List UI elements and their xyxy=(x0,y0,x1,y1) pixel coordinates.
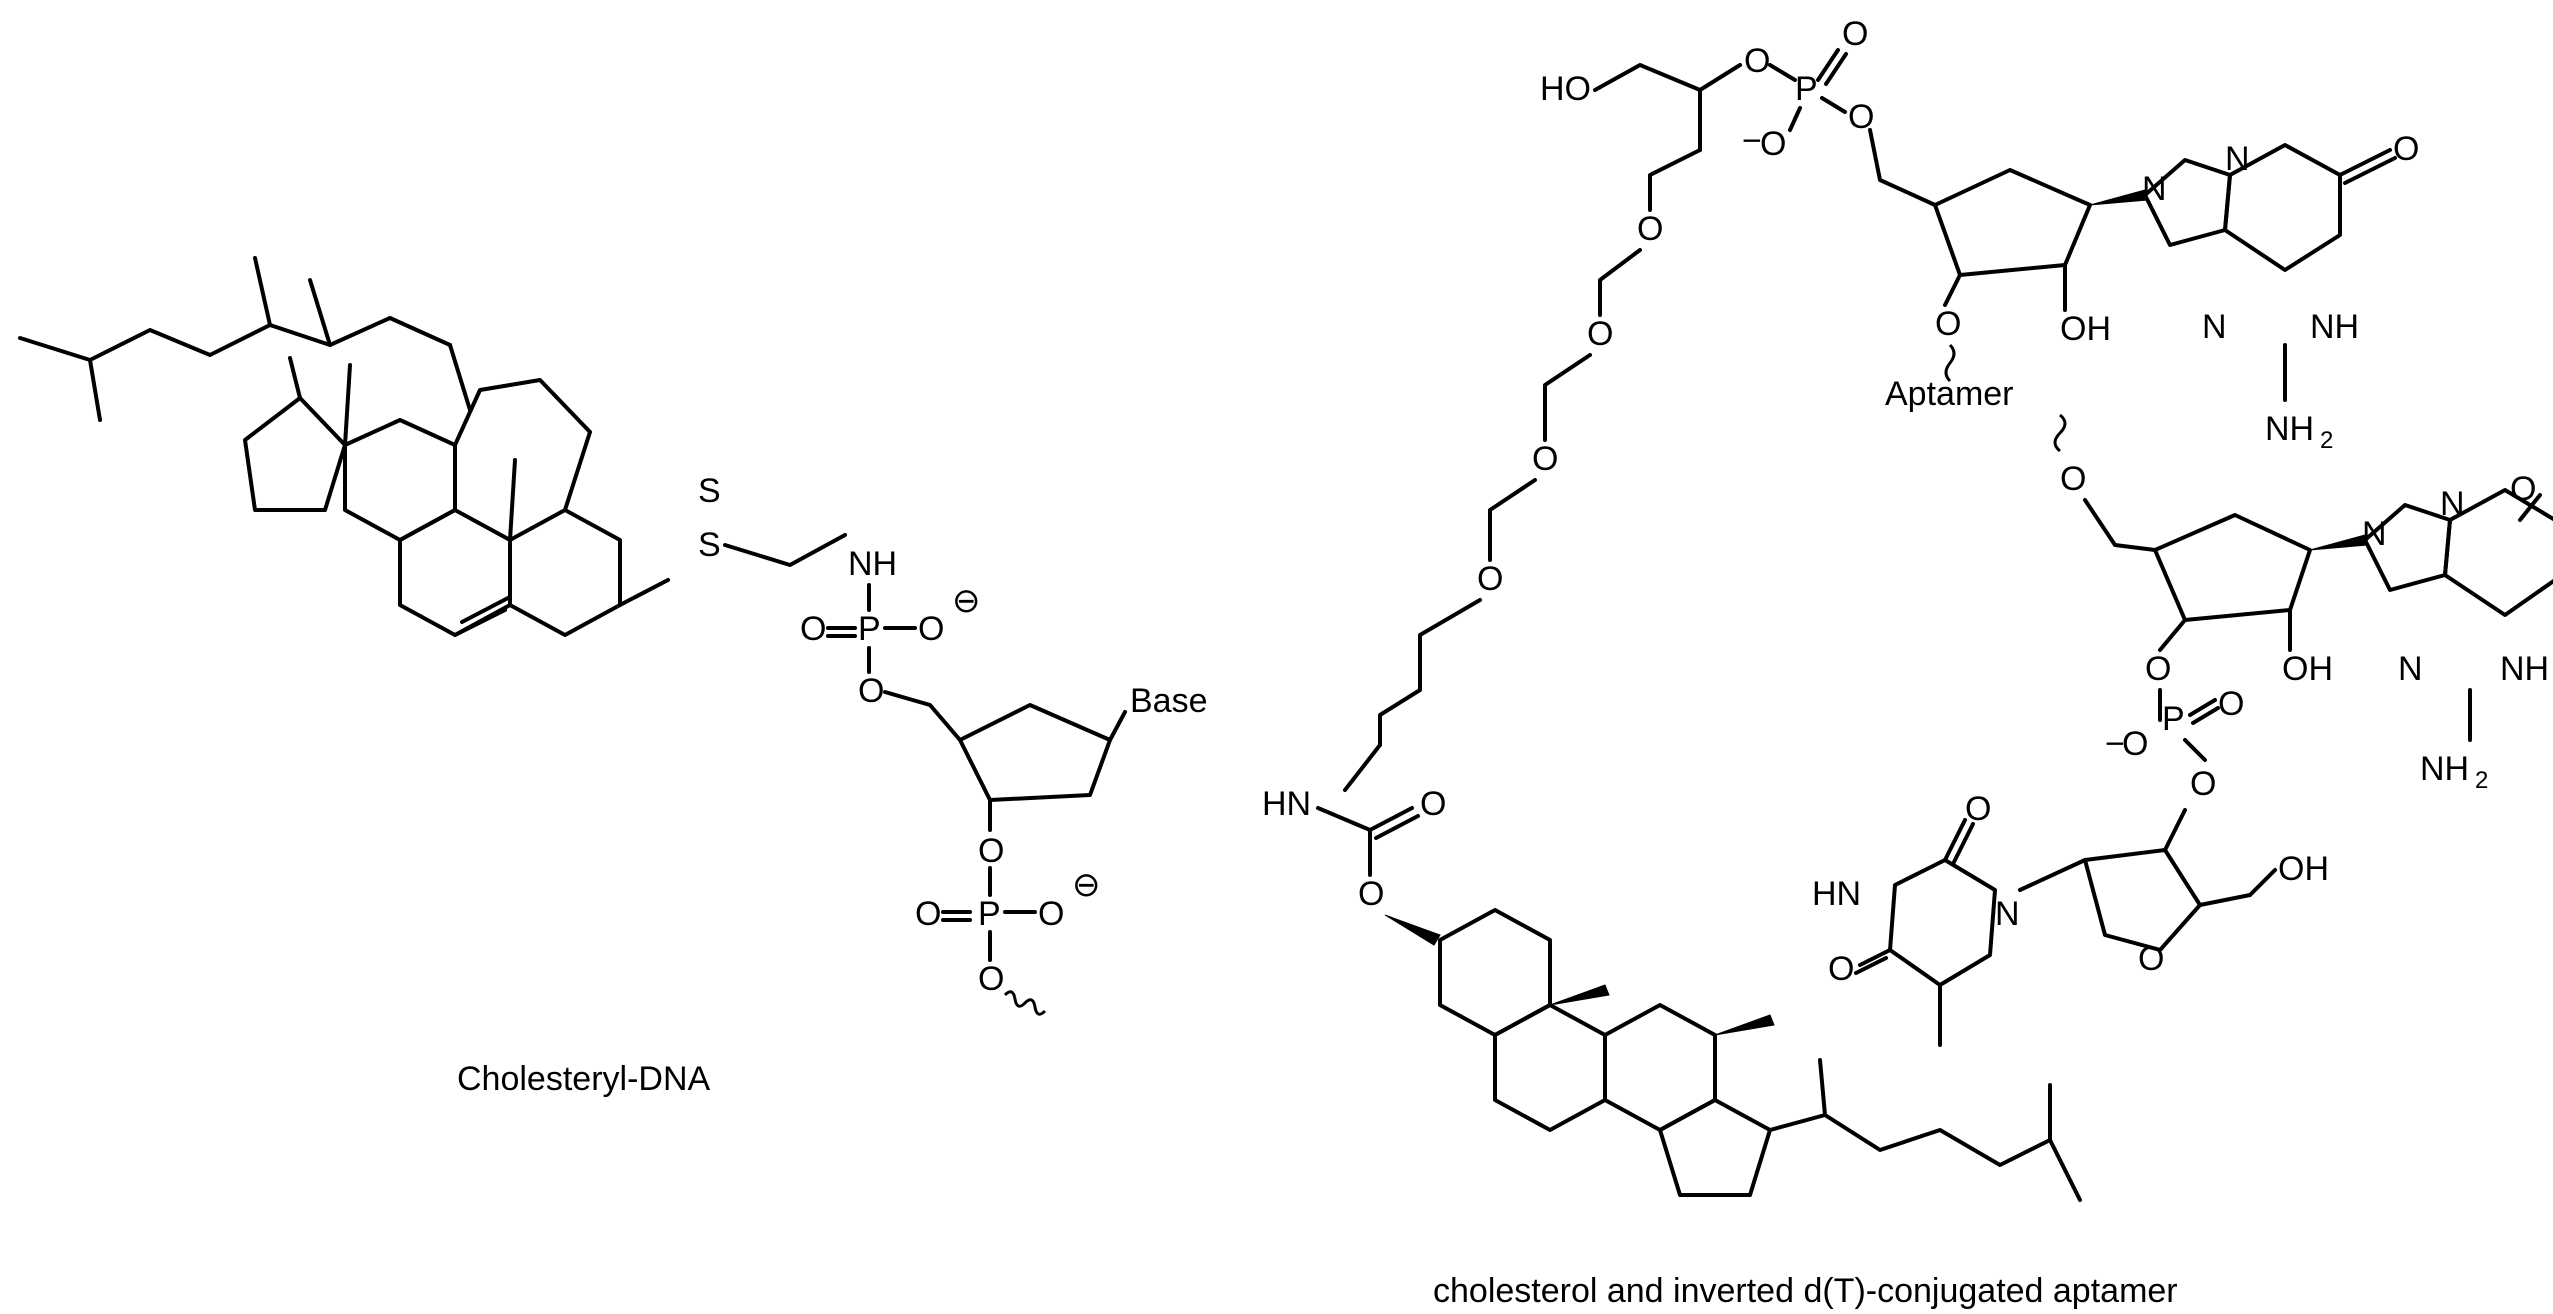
charge-minus: − xyxy=(2105,725,2125,763)
oxygen-atom: O xyxy=(978,832,1004,870)
oxygen-atom: O xyxy=(2122,725,2148,763)
oxygen-atom: O xyxy=(1477,560,1503,598)
cholesteryl-dna-structure: S S NH O P O ⊖ O Base O O P O ⊖ O xyxy=(18,256,1208,1016)
oxygen-atom: O xyxy=(1038,895,1064,933)
sulfur-atom-2: S xyxy=(698,526,721,564)
aptamer-label: Aptamer xyxy=(1885,375,2014,413)
nitrogen-atom: N xyxy=(2142,170,2167,208)
hydroxyl-oh: OH xyxy=(2278,850,2329,888)
oxygen-atom: O xyxy=(2393,130,2419,168)
oxygen-atom: O xyxy=(1965,790,1991,828)
oxygen-atom: O xyxy=(1760,125,1786,163)
oxygen-atom: O xyxy=(2510,470,2536,508)
oxygen-atom: O xyxy=(2218,685,2244,723)
hn-atom: HN xyxy=(1812,875,1861,913)
phosphorus-atom: P xyxy=(1795,70,1818,108)
oxygen-atom: O xyxy=(1532,440,1558,478)
oxygen-atom: O xyxy=(1842,15,1868,53)
oxygen-atom: O xyxy=(978,960,1004,998)
caption-cholesteryl-dna: Cholesteryl-DNA xyxy=(457,1060,710,1098)
hydroxyl-oh: OH xyxy=(2060,310,2111,348)
ribose-ring-1 xyxy=(1933,168,2092,277)
purine-6-ring-2 xyxy=(2443,488,2553,617)
amino-nh2: NH xyxy=(2420,750,2469,788)
chain-continuation-wavy xyxy=(1003,990,1047,1016)
peg-linker xyxy=(1648,148,1702,212)
nitrogen-atom: N xyxy=(1995,895,2020,933)
oxygen-atom: O xyxy=(1358,875,1384,913)
deoxyribose-ring xyxy=(958,703,1112,802)
side-chain-right xyxy=(1768,1113,2082,1202)
oxygen-atom: O xyxy=(2138,940,2164,978)
oxygen-atom: O xyxy=(2145,650,2171,688)
hydroxyl-ho: HO xyxy=(1540,70,1591,108)
oxygen-atom: O xyxy=(915,895,941,933)
oxygen-atom: O xyxy=(2060,460,2086,498)
oxygen-atom: O xyxy=(918,610,944,648)
negative-charge-icon: ⊖ xyxy=(952,582,981,620)
subscript-2: 2 xyxy=(2320,427,2333,454)
oxygen-atom: O xyxy=(1637,210,1663,248)
hydroxyl-oh: OH xyxy=(2282,650,2333,688)
sulfur-atom-1: S xyxy=(698,472,721,510)
oxygen-atom: O xyxy=(1420,785,1446,823)
oxygen-atom: O xyxy=(800,610,826,648)
amino-nh2: NH xyxy=(2265,410,2314,448)
hn-atom: HN xyxy=(1262,785,1311,823)
ring-c xyxy=(343,418,457,542)
oxygen-atom: O xyxy=(1828,950,1854,988)
phosphorus-atom: P xyxy=(978,895,1001,933)
charge-minus: − xyxy=(1742,122,1762,160)
aptamer-conjugate-structure: HO O P O O − O O O O O HN O O xyxy=(1262,15,2553,1202)
nitrogen-atom: N xyxy=(2202,308,2227,346)
oxygen-atom: O xyxy=(2190,765,2216,803)
base-label: Base xyxy=(1130,682,1208,720)
nh-atom: NH xyxy=(2310,308,2359,346)
nh-atom: NH xyxy=(2500,650,2549,688)
nitrogen-atom: N xyxy=(2440,485,2465,523)
ribose-ring-2 xyxy=(2153,513,2312,622)
ring-a xyxy=(508,508,622,637)
caption-aptamer-conjugate: cholesterol and inverted d(T)-conjugated… xyxy=(1433,1272,2178,1310)
nh-atom: NH xyxy=(848,545,897,583)
side-chain xyxy=(18,256,472,422)
ring-b-right xyxy=(1493,1003,1607,1132)
deoxyribose-ring-right xyxy=(2083,848,2202,952)
ring-d xyxy=(243,396,347,512)
subscript-2: 2 xyxy=(2475,767,2488,794)
oxygen-atom: O xyxy=(1744,42,1770,80)
ring-d-right xyxy=(1658,1098,1772,1197)
nitrogen-atom: N xyxy=(2225,140,2250,178)
negative-charge-icon: ⊖ xyxy=(1072,866,1101,904)
nitrogen-atom: N xyxy=(2398,650,2423,688)
oxygen-atom: O xyxy=(1935,305,1961,343)
pyrimidine-ring xyxy=(1888,858,1997,987)
nitrogen-atom: N xyxy=(2362,515,2387,553)
oxygen-atom: O xyxy=(1587,315,1613,353)
phosphorus-atom: P xyxy=(2162,700,2185,738)
oxygen-atom: O xyxy=(858,672,884,710)
phosphorus-atom: P xyxy=(858,610,881,648)
